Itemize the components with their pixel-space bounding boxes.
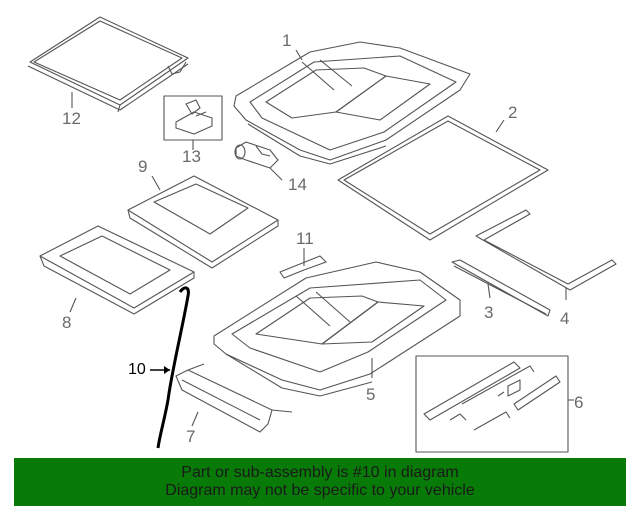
- clip-part-11[interactable]: [279, 248, 327, 279]
- lower-frame-part-5[interactable]: [213, 261, 461, 397]
- deflector-part-7[interactable]: [175, 363, 293, 433]
- banner-line-disclaimer: Diagram may not be specific to your vehi…: [165, 482, 475, 499]
- rail-part-3[interactable]: [451, 259, 551, 317]
- callout-3[interactable]: 3: [484, 303, 494, 322]
- bracket-part-13[interactable]: [163, 95, 223, 150]
- sunroof-frame-part-1[interactable]: [233, 41, 471, 165]
- callout-4[interactable]: 4: [560, 309, 570, 328]
- callout-6[interactable]: 6: [574, 393, 584, 412]
- glass-panel-part-9[interactable]: [127, 175, 279, 269]
- banner-line-part: Part or sub-assembly is #10 in diagram: [181, 464, 459, 481]
- hardware-set-part-6[interactable]: [415, 355, 574, 453]
- callout-13[interactable]: 13: [182, 147, 201, 166]
- seal-part-2[interactable]: [337, 115, 549, 241]
- callout-2[interactable]: 2: [508, 103, 518, 122]
- drain-hose-part-10[interactable]: [150, 286, 190, 449]
- callout-5[interactable]: 5: [366, 385, 376, 404]
- parts-diagram: [27, 16, 617, 453]
- callout-11[interactable]: 11: [296, 229, 314, 248]
- info-banner: Part or sub-assembly is #10 in diagram D…: [14, 458, 626, 506]
- sunshade-part-12[interactable]: [27, 16, 189, 113]
- callout-10[interactable]: 10: [128, 361, 146, 378]
- motor-part-14[interactable]: [234, 141, 283, 181]
- callout-1[interactable]: 1: [282, 31, 292, 50]
- callout-12[interactable]: 12: [62, 109, 81, 128]
- rail-part-4[interactable]: [475, 209, 617, 300]
- callout-14[interactable]: 14: [288, 175, 307, 194]
- callout-8[interactable]: 8: [62, 313, 72, 332]
- callout-7[interactable]: 7: [186, 427, 196, 446]
- callout-9[interactable]: 9: [138, 157, 148, 176]
- glass-panel-part-8[interactable]: [39, 225, 195, 315]
